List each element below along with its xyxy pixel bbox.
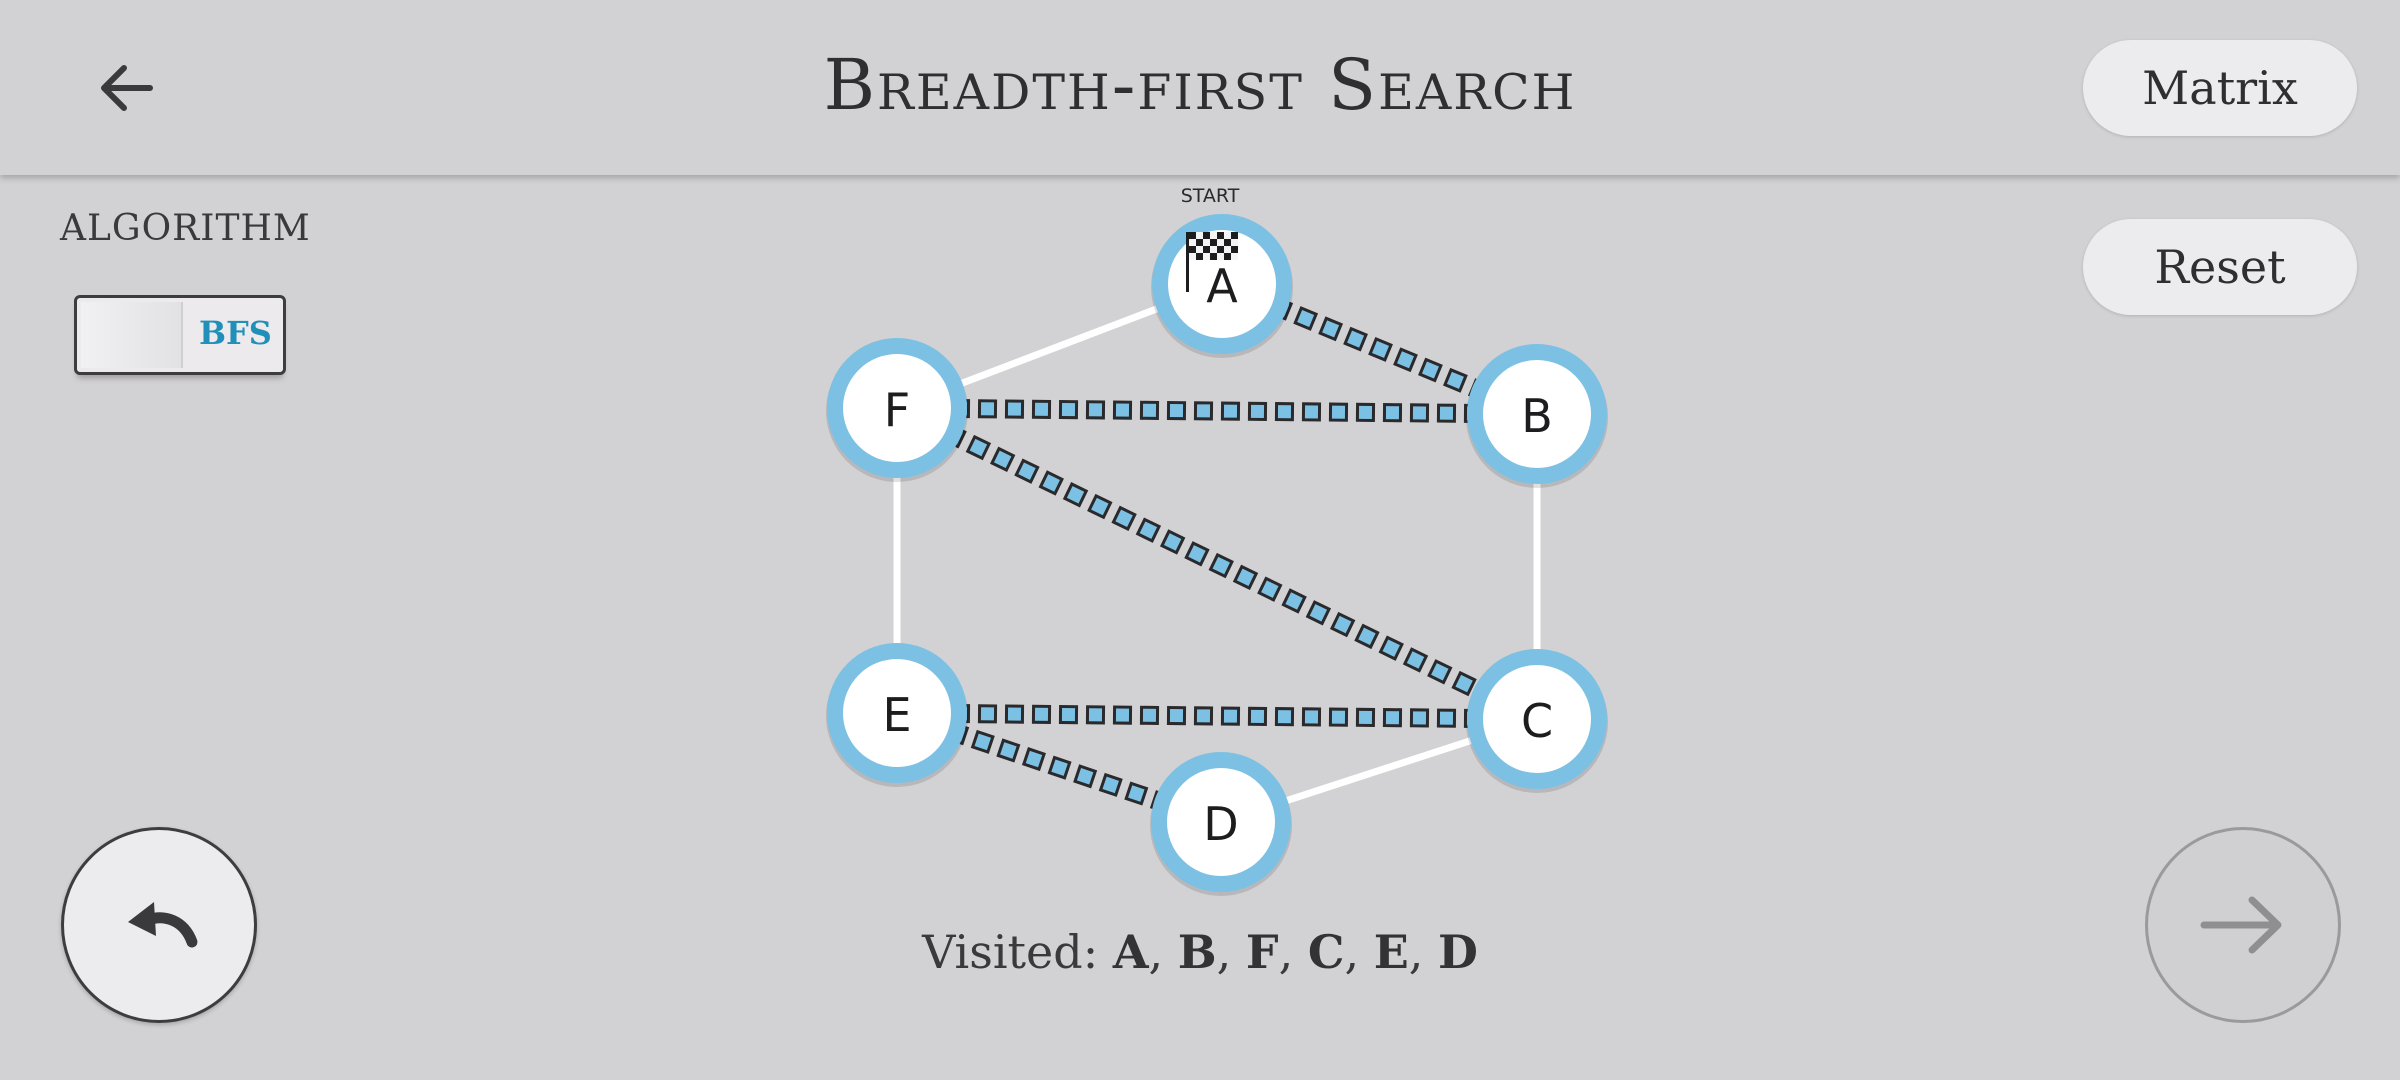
checkered-flag-icon	[1186, 232, 1238, 292]
undo-icon	[128, 902, 198, 948]
graph-node-f[interactable]: F	[826, 338, 968, 482]
top-bar: Breadth-first Search Matrix	[0, 0, 2400, 175]
edge-F-B	[896, 401, 1538, 421]
matrix-button[interactable]: Matrix	[2083, 40, 2357, 136]
reset-button[interactable]: Reset	[2083, 219, 2357, 315]
node-label: C	[1521, 694, 1553, 748]
arrow-left-icon	[101, 65, 153, 111]
graph-node-c[interactable]: C	[1466, 649, 1608, 793]
visited-item: F	[1245, 925, 1279, 979]
visited-item: E	[1373, 925, 1409, 979]
node-circle	[1467, 344, 1607, 484]
node-label: B	[1521, 389, 1553, 443]
edge-F-C	[894, 402, 1540, 725]
graph-node-e[interactable]: E	[826, 643, 968, 787]
visited-item: B	[1177, 925, 1217, 979]
graph-node-b[interactable]: B	[1466, 344, 1608, 488]
algorithm-toggle[interactable]: BFS	[74, 295, 286, 375]
algorithm-label: ALGORITHM	[60, 208, 311, 249]
next-step-button[interactable]	[2145, 827, 2341, 1023]
visited-items: A, B, F, C, E, D	[1112, 925, 1478, 979]
visited-list: Visited: A, B, F, C, E, D	[0, 925, 2400, 979]
edge-E-C	[896, 706, 1538, 726]
node-circle	[1467, 649, 1607, 789]
node-label: E	[882, 688, 911, 742]
toggle-knob	[81, 302, 183, 368]
visited-item: A	[1112, 925, 1149, 979]
page-title: Breadth-first Search	[823, 44, 1577, 126]
undo-button[interactable]	[61, 827, 257, 1023]
back-button[interactable]	[90, 52, 162, 124]
graph-node-d[interactable]: D	[1150, 752, 1292, 896]
node-circle	[1151, 752, 1291, 892]
node-label: D	[1203, 797, 1238, 851]
node-label: A	[1206, 259, 1238, 313]
node-circle	[827, 643, 967, 783]
arrow-right-icon	[2200, 896, 2282, 954]
node-label: F	[884, 383, 910, 437]
node-circle	[827, 338, 967, 478]
visited-item: D	[1438, 925, 1478, 979]
start-label: START	[1181, 185, 1240, 207]
visited-item: C	[1307, 925, 1345, 979]
algorithm-value: BFS	[199, 314, 272, 352]
visited-prefix: Visited:	[922, 925, 1099, 979]
